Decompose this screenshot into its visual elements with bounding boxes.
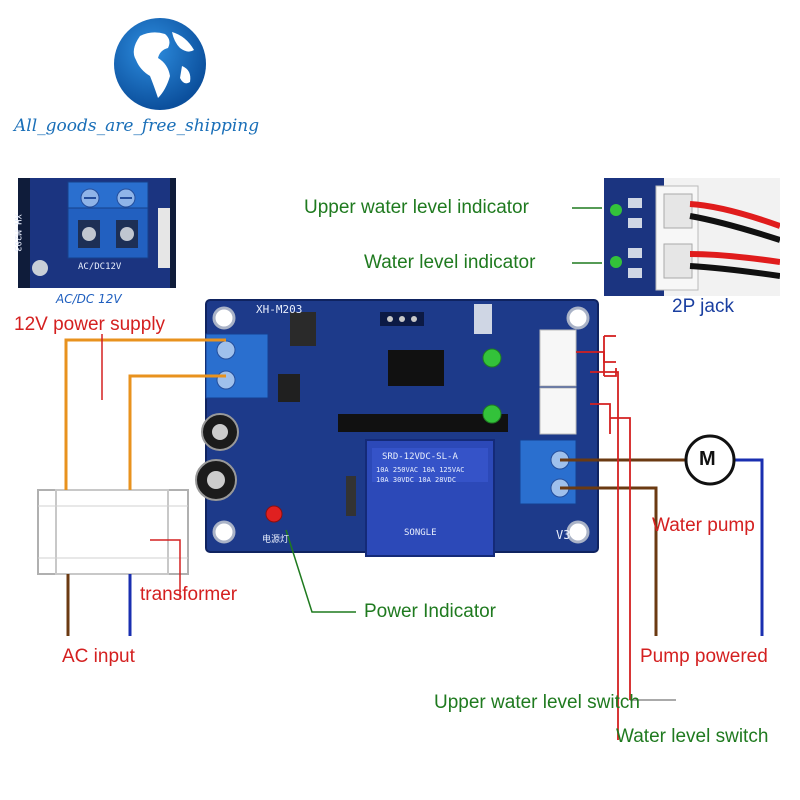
relay-rating-1: 10A 250VAC 10A 125VAC (376, 466, 465, 474)
label-water-pump: Water pump (652, 515, 755, 536)
connector-label: V3 (556, 528, 571, 542)
wire-12v-supply (64, 338, 226, 490)
globe-icon (114, 18, 206, 110)
motor-symbol-label: M (699, 448, 716, 470)
label-transformer: transformer (140, 584, 238, 605)
label-level-switch: Water level switch (616, 726, 769, 747)
power-led-label: 电源灯 (262, 535, 290, 545)
label-pump-powered: Pump powered (640, 646, 768, 667)
label-upper-indicator: Upper water level indicator (304, 197, 529, 218)
board-model: XH-M203 (256, 303, 303, 316)
wire-pump (560, 458, 764, 636)
label-jack: 2P jack (672, 296, 734, 317)
leader-lines (285, 207, 602, 613)
label-power-indicator: Power Indicator (364, 601, 497, 622)
label-ac-input: AC input (62, 646, 135, 667)
brand-logo (110, 14, 210, 114)
motor-icon (684, 434, 736, 486)
relay-rating-2: 10A 30VDC 10A 28VDC (376, 476, 457, 484)
label-level-indicator: Water level indicator (364, 252, 536, 273)
jack-inset (604, 178, 782, 296)
inset-caption: AC/DC 12V (56, 292, 122, 306)
inset-board-text: AC/DC12V (78, 262, 122, 272)
relay-model: SRD-12VDC-SL-A (382, 452, 458, 462)
callout-transformer (150, 539, 181, 598)
label-upper-switch: Upper water level switch (434, 692, 640, 713)
pcb-board (195, 299, 599, 557)
transformer (37, 489, 189, 575)
relay-brand: SONGLE (404, 528, 437, 538)
wire-level-switch (576, 335, 631, 740)
brand-text: All_goods_are_free_shipping (14, 116, 260, 136)
label-power-supply: 12V power supply (14, 314, 166, 335)
terminal-inset (18, 178, 176, 288)
